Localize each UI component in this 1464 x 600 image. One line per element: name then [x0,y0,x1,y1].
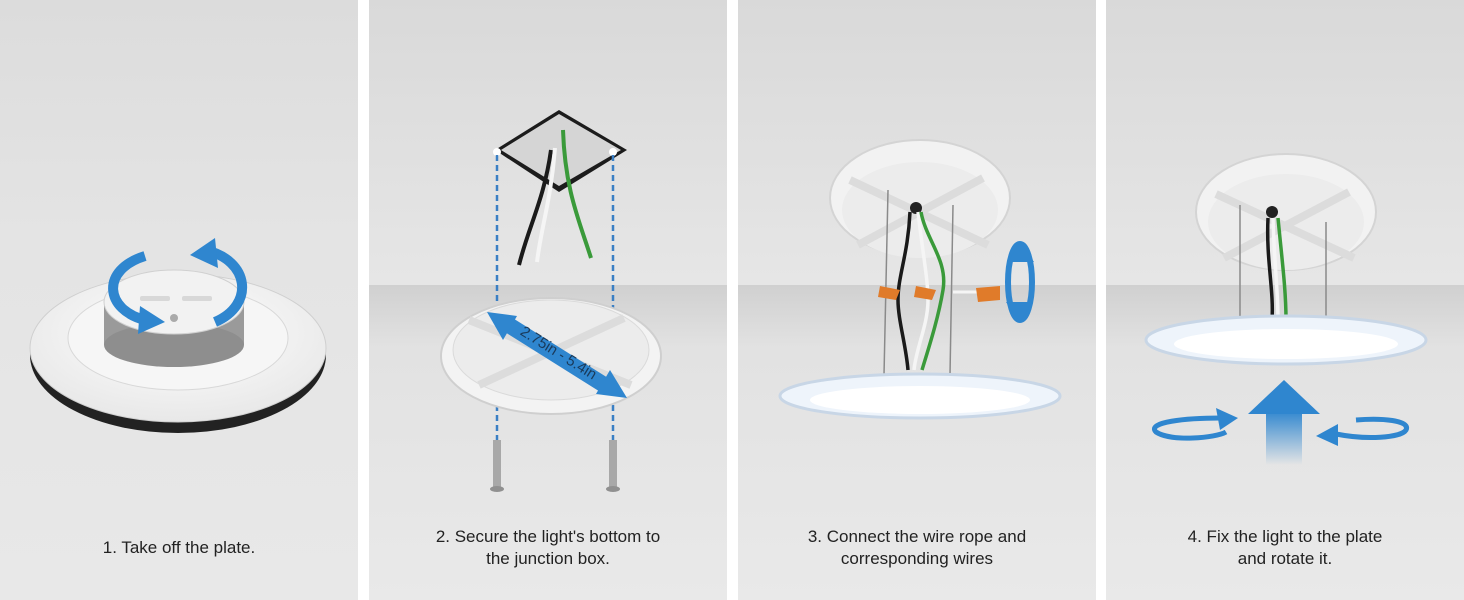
plate-rib [1222,188,1351,262]
rotate-arrow-head-icon [138,306,165,334]
step-1-illustration [29,238,327,433]
caption-line: corresponding wires [840,549,994,568]
white-wire [535,147,557,263]
junction-box [501,114,621,186]
plate-slot [182,296,212,301]
up-arrow-icon [1266,410,1302,465]
measurement-arrow-head-icon [487,312,517,340]
green-wire [1276,217,1288,321]
rotate-arrow-head-icon [1216,408,1238,430]
plate-hole [910,202,922,214]
screw [493,440,501,488]
green-wire [561,129,593,259]
white-wire [912,211,930,371]
rotate-arrow-head-icon [1008,242,1034,262]
step-4-caption: 4. Fix the light to the plate and rotate… [1106,526,1464,570]
step-4-panel: 4. Fix the light to the plate and rotate… [1106,0,1464,600]
rotate-arrow-head-icon [1316,424,1338,446]
black-wire [1265,217,1275,321]
caption-line: 2. Secure the light's bottom to [435,527,661,546]
white-wire [1271,217,1280,321]
black-wire [517,149,553,266]
rotate-arrow-icon [1335,416,1409,440]
plate-slot [140,296,170,301]
screw-head [606,486,620,492]
green-wire [919,211,946,371]
screw-head [490,486,504,492]
caption-line: 4. Fix the light to the plate [1187,527,1383,546]
light-panel [1174,329,1398,359]
step-2-caption: 2. Secure the light's bottom to the junc… [369,526,727,570]
wire-connector [878,286,900,300]
step-2-illustration: 2.75in - 5.4in [440,110,662,492]
wire-connector [976,286,1000,302]
step-1-panel: 1. Take off the plate. [0,0,358,600]
step-2-panel: 2.75in - 5.4in 2. Secure the light's bot… [369,0,727,600]
rotate-arrow-head-icon [1006,302,1032,322]
rotate-arrow-icon [1151,415,1228,441]
up-arrow-head-icon [1248,380,1320,414]
step-3-panel: 3. Connect the wire rope and correspondi… [738,0,1096,600]
plate-hole [170,314,178,322]
caption-line: 3. Connect the wire rope and [807,527,1027,546]
wire-connector [914,286,936,300]
step-1-caption: 1. Take off the plate. [0,537,358,559]
caption-line: 1. Take off the plate. [102,538,256,557]
step-3-caption: 3. Connect the wire rope and correspondi… [738,526,1096,570]
screw [609,440,617,488]
wire-rope [883,189,889,376]
rotate-arrow-head-icon [190,238,218,268]
junction-box-hole [493,148,501,156]
rotate-arrow-icon [203,245,247,327]
step-4-illustration [1144,153,1428,465]
black-wire [896,211,912,371]
step-3-illustration [778,139,1062,420]
light-panel [810,386,1030,414]
caption-line: and rotate it. [1237,549,1333,568]
caption-line: the junction box. [486,549,610,568]
mounting-plate [103,269,245,335]
plate-hole [1266,206,1278,218]
junction-box-hole [609,148,617,156]
measurement-arrow-head-icon [596,370,627,398]
measurement-arrow [499,315,614,395]
plate-bottom [104,323,244,367]
rotate-arrow-icon [108,251,147,325]
floor [738,285,1096,600]
wire-rope [949,204,954,376]
